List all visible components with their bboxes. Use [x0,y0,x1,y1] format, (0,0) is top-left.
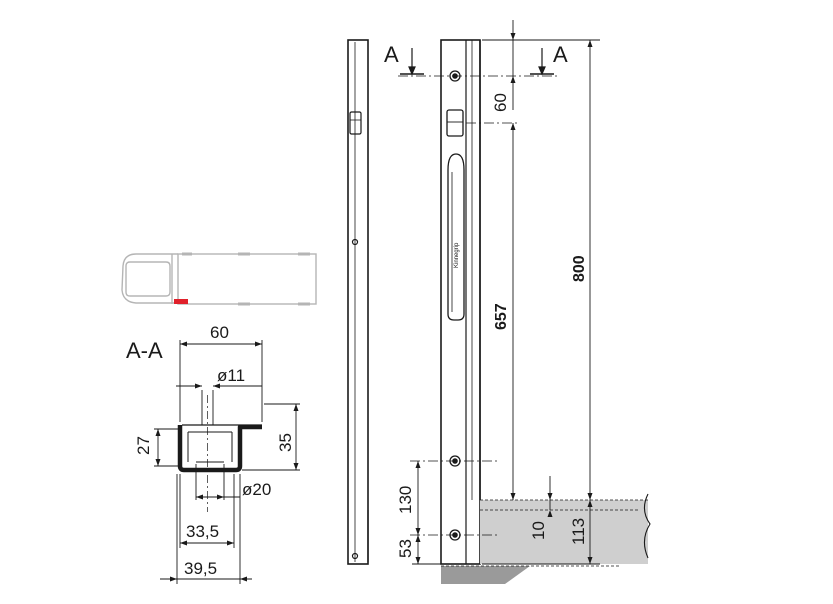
dim-step-height: 10 [529,521,548,540]
dim-lower-hole-offset: 130 [396,486,415,514]
dim-outer-height: 35 [276,433,295,452]
section-marker-left [400,48,424,76]
section-marker-right [530,48,554,76]
dim-inner-height: 27 [134,436,153,455]
dim-inner-width: 33,5 [186,522,219,541]
center-lines [398,75,560,536]
dim-bottom-offset: 53 [396,539,415,558]
section-title: A-A [126,338,163,363]
front-dimension-lines [412,20,600,565]
section-profile [177,390,262,512]
section-marker-right-label: A [553,42,568,67]
dim-floor-height: 113 [569,518,588,545]
vehicle-top-view [121,252,317,306]
section-dimension-arrows [155,341,299,582]
floor-step [441,493,651,584]
front-view-bar [440,39,481,565]
section-marker-left-label: A [384,42,399,67]
dim-total-height: 800 [571,255,588,282]
front-dimension-arrows [415,33,593,564]
side-view-bar [347,39,369,565]
dim-hole-diameter: ø11 [217,366,245,385]
dim-outer-width: 39,5 [184,559,217,578]
dim-section-width: 60 [210,323,229,342]
brand-label: Kinnegrip [454,242,460,268]
dim-handle-length: 657 [493,303,510,330]
dim-top-offset: 60 [491,93,510,112]
dim-recess-diameter: ø20 [242,480,271,499]
vehicle-position-marker [174,299,188,304]
